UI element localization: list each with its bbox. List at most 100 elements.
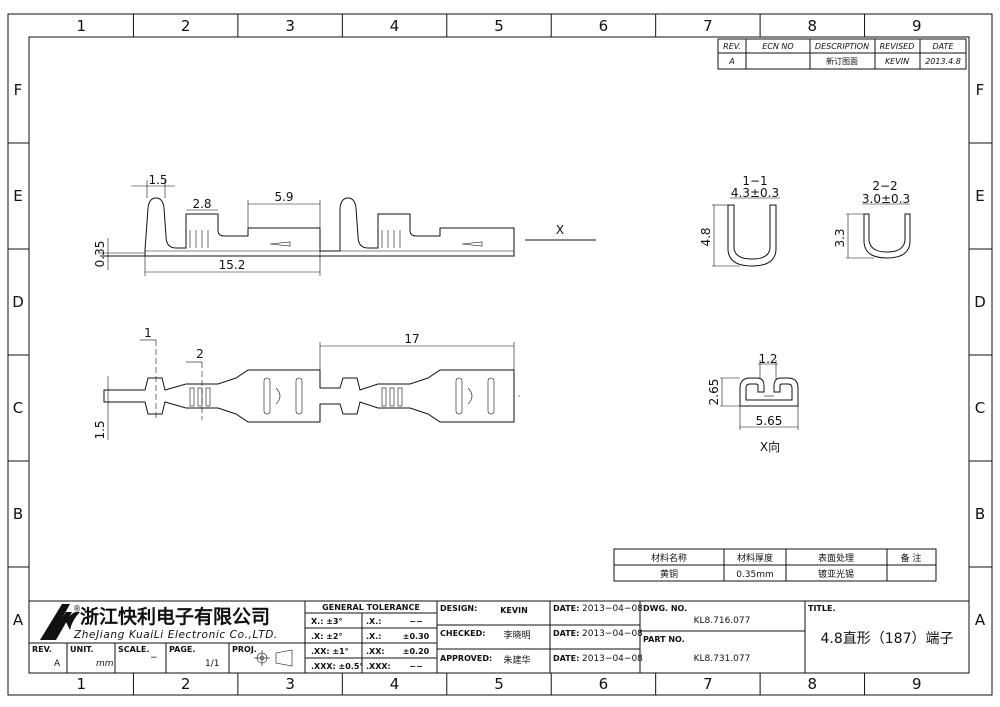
date-design: 2013−04−08	[582, 604, 643, 614]
view-marker-x: X	[556, 223, 564, 237]
date-approved: 2013−04−08	[582, 654, 643, 664]
description-header: DESCRIPTION	[815, 42, 869, 51]
zone-row-label-left-C: C	[13, 399, 23, 417]
x-view: 1.2 2.65 5.65 X向	[707, 352, 799, 454]
zone-col-label-bottom-4: 4	[390, 675, 400, 693]
zone-row-label-right-B: B	[975, 505, 985, 523]
revised-value: KEVIN	[885, 57, 909, 66]
zone-col-label-bottom-7: 7	[703, 675, 713, 693]
dim-1-5-side: 1.5	[148, 173, 167, 187]
outer-border	[7, 13, 993, 696]
dim-3-3: 3.3	[833, 228, 847, 247]
title-label: TITLE.	[808, 604, 836, 613]
gt-angle-0: X.: ±3°	[311, 617, 342, 626]
dim-1-5-top: 1.5	[93, 420, 107, 439]
rev-label: REV.	[32, 645, 52, 654]
dim-3-0: 3.0±0.3	[862, 192, 910, 206]
remarks-header: 备 注	[901, 552, 922, 564]
gt-angle-3: .XXX: ±0.5°	[311, 662, 363, 671]
company-name-en: ZheJiang KuaiLi Electronic Co.,LTD.	[73, 629, 278, 641]
surface-treatment-header: 表面处理	[818, 552, 854, 564]
section-1-1-title: 1−1	[742, 174, 767, 188]
top-view: 1 2 17 1.5	[93, 326, 520, 440]
registered-mark: ®	[73, 604, 81, 613]
zone-col-label-bottom-8: 8	[808, 675, 818, 693]
zone-row-label-left-E: E	[13, 187, 22, 205]
page-label: PAGE.	[169, 645, 195, 654]
side-view: 1.5 2.8 5.9 0.35 15.2 X	[93, 173, 596, 276]
zone-row-label-left-F: F	[14, 81, 23, 99]
section-1-1: 1−1 4.3±0.3 4.8	[699, 174, 780, 267]
zone-col-label-bottom-9: 9	[912, 675, 922, 693]
zone-col-label-top-4: 4	[390, 17, 400, 35]
zone-col-label-bottom-3: 3	[285, 675, 295, 693]
scale-label: SCALE.	[118, 645, 149, 654]
rev-value: A	[728, 57, 734, 66]
title-block: ® 浙江快利电子有限公司 ZheJiang KuaiLi Electronic …	[28, 600, 970, 674]
zone-row-label-right-D: D	[974, 293, 986, 311]
approved-value: 朱建华	[503, 654, 530, 666]
material-name-value: 黄铜	[660, 568, 678, 580]
proj-label: PROJ.	[232, 645, 257, 654]
zone-col-label-bottom-1: 1	[76, 675, 86, 693]
date-label-checked: DATE:	[553, 629, 579, 638]
dim-17: 17	[404, 332, 419, 346]
gt-linear-value-0: −−	[409, 617, 422, 626]
dim-2-8: 2.8	[192, 197, 211, 211]
unit-value: mm	[96, 659, 114, 669]
zone-row-label-right-C: C	[975, 399, 985, 417]
dwg-no-value: KL8.716.077	[694, 616, 751, 626]
approved-label: APPROVED:	[440, 654, 492, 663]
zone-row-label-right-E: E	[975, 187, 984, 205]
zone-col-label-top-1: 1	[76, 17, 86, 35]
gt-linear-key-1: .X.:	[366, 632, 381, 641]
section-2-2-title: 2−2	[872, 179, 897, 193]
zone-col-label-bottom-6: 6	[599, 675, 609, 693]
material-table: 材料名称 材料厚度 表面处理 备 注 黄铜 0.35mm 镀亚光锡	[613, 548, 937, 582]
material-thickness-header: 材料厚度	[737, 552, 773, 564]
section-2-2: 2−2 3.0±0.3 3.3	[833, 179, 911, 259]
section-marker-2: 2	[196, 347, 204, 361]
material-name-header: 材料名称	[651, 552, 687, 564]
rev-header: REV.	[723, 42, 741, 51]
x-view-title: X向	[760, 439, 780, 454]
scale-value: −	[150, 653, 158, 663]
general-tolerance-title: GENERAL TOLERANCE	[322, 603, 420, 612]
dim-4-3: 4.3±0.3	[731, 186, 779, 200]
design-value: KEVIN	[500, 606, 528, 615]
dim-1-2: 1.2	[758, 352, 777, 366]
description-value: 新订图面	[826, 56, 858, 66]
gt-linear-key-3: .XXX:	[366, 662, 391, 671]
dim-4-8: 4.8	[699, 227, 713, 246]
unit-label: UNIT.	[70, 645, 93, 654]
zone-col-label-top-6: 6	[599, 17, 609, 35]
gt-angle-1: .X: ±2°	[311, 632, 342, 641]
date-label-design: DATE:	[553, 604, 579, 613]
zone-row-label-right-F: F	[976, 81, 985, 99]
company-name-cn: 浙江快利电子有限公司	[80, 605, 270, 628]
dwg-no-label: DWG. NO.	[643, 604, 687, 613]
rev-value-tb: A	[54, 659, 61, 669]
gt-angle-2: .XX: ±1°	[311, 647, 349, 656]
section-marker-1: 1	[144, 326, 152, 340]
zone-col-label-bottom-5: 5	[494, 675, 504, 693]
date-label-approved: DATE:	[553, 654, 579, 663]
zone-col-label-top-2: 2	[181, 17, 191, 35]
dim-5-65: 5.65	[756, 414, 783, 428]
zone-row-label-right-A: A	[975, 611, 986, 629]
surface-treatment-value: 镀亚光锡	[818, 568, 854, 580]
zone-col-label-top-5: 5	[494, 17, 504, 35]
page-value: 1/1	[205, 659, 219, 669]
date-header: DATE	[933, 42, 955, 51]
checked-label: CHECKED:	[440, 629, 485, 638]
revised-header: REVISED	[880, 42, 915, 51]
gt-linear-key-0: .X.:	[366, 617, 381, 626]
zone-row-label-left-B: B	[13, 505, 23, 523]
projection-symbol-icon	[254, 649, 293, 667]
checked-value: 李晓明	[503, 629, 530, 641]
company-logo: ®	[40, 604, 81, 640]
date-checked: 2013−04−08	[582, 629, 643, 639]
